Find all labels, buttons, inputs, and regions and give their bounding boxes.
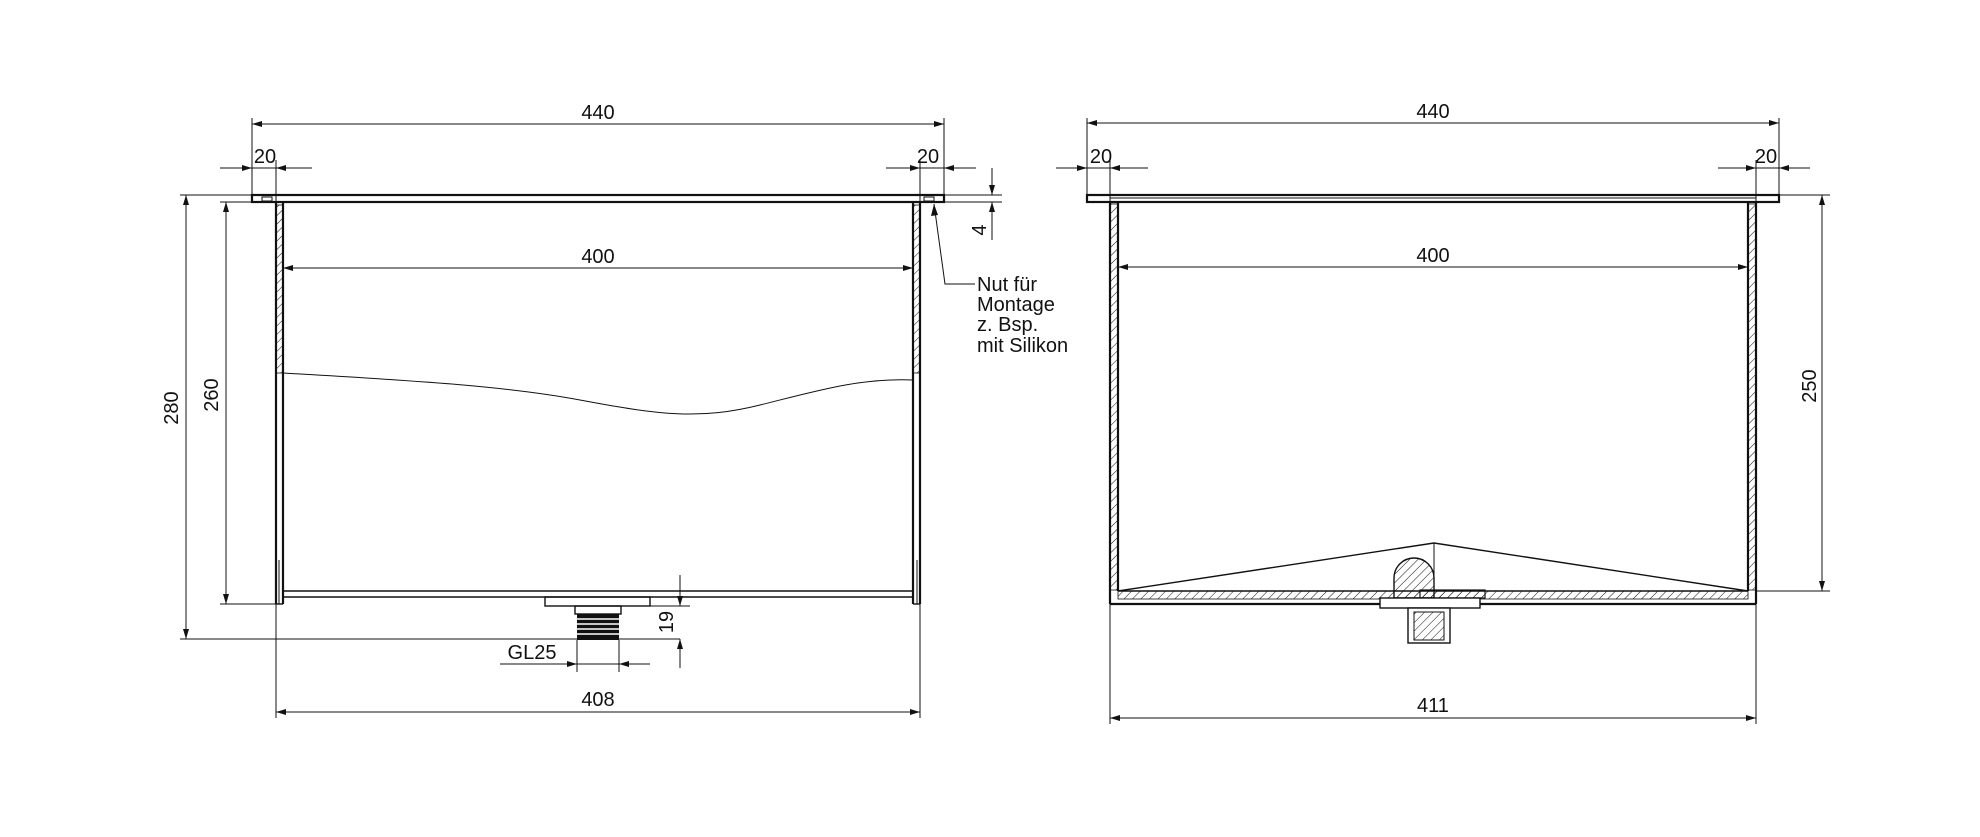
left-top-flange bbox=[250, 193, 946, 204]
left-drain-outlet bbox=[544, 596, 651, 640]
left-break-line bbox=[282, 372, 914, 415]
left-dim-408: 408 bbox=[581, 689, 614, 711]
right-top-flange bbox=[1085, 193, 1781, 204]
left-wall-right bbox=[911, 202, 922, 605]
left-dim-260: 260 bbox=[201, 378, 223, 411]
right-dim-411: 411 bbox=[1417, 695, 1449, 717]
left-dim-440: 440 bbox=[581, 102, 614, 124]
note-line-1: Nut für bbox=[977, 274, 1037, 296]
left-dim-4: 4 bbox=[969, 224, 991, 235]
right-dim-250: 250 bbox=[1799, 369, 1821, 402]
left-dim-400: 400 bbox=[581, 246, 614, 268]
left-dim-19: 19 bbox=[656, 611, 678, 633]
right-wall-left bbox=[1108, 202, 1120, 604]
left-view: 440 20 20 4 400 28 bbox=[161, 102, 1068, 718]
right-dim-400: 400 bbox=[1416, 245, 1449, 267]
left-dim-280: 280 bbox=[161, 391, 183, 424]
right-view: 440 20 20 400 250 411 bbox=[1056, 101, 1830, 724]
right-dim-20-right: 20 bbox=[1755, 146, 1777, 168]
note-line-2: Montage bbox=[977, 294, 1055, 316]
left-dim-20-right: 20 bbox=[917, 146, 939, 168]
note-line-3: z. Bsp. bbox=[977, 314, 1038, 336]
right-dim-440: 440 bbox=[1416, 101, 1449, 123]
right-dim-20-left: 20 bbox=[1090, 146, 1112, 168]
left-wall-left bbox=[274, 202, 285, 605]
right-drain-outlet bbox=[1379, 557, 1486, 644]
note-line-4: mit Silikon bbox=[977, 335, 1068, 357]
left-dim-20-left: 20 bbox=[254, 146, 276, 168]
note-leader bbox=[933, 203, 975, 285]
right-wall-right bbox=[1746, 202, 1758, 604]
left-dim-gl25: GL25 bbox=[508, 642, 557, 664]
